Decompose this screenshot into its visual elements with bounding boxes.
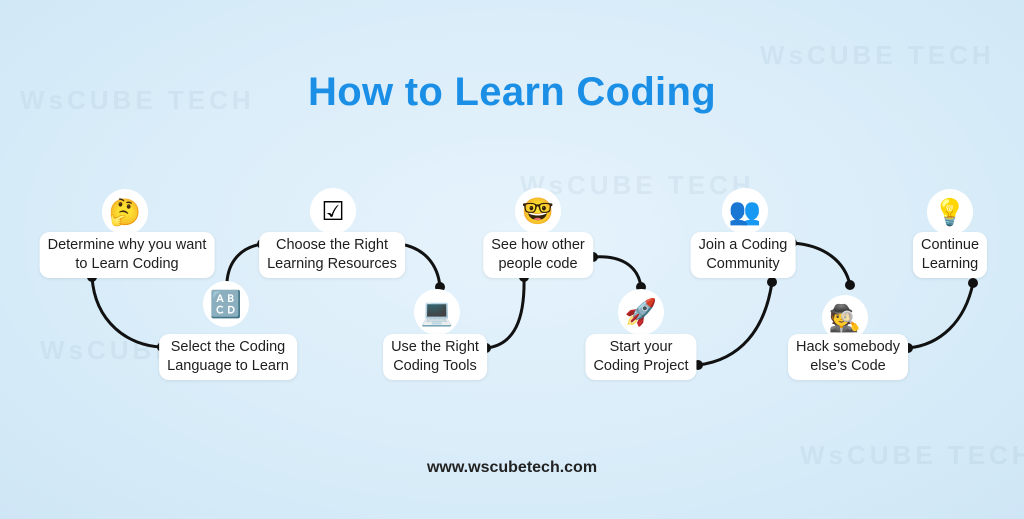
step-label-line2: Coding Project	[593, 358, 689, 374]
connector-7-8	[791, 241, 852, 286]
connector-8-9	[907, 282, 975, 350]
step-label-line1: Continue	[920, 237, 980, 253]
meditating-learner-icon: 💡	[930, 192, 970, 232]
checkbox-pointer-icon: ☑	[313, 191, 353, 231]
step-label-line1: Use the Right	[391, 339, 479, 355]
step-label-line1: Choose the Right	[275, 237, 389, 253]
step-label-line2: Coding Tools	[393, 358, 477, 374]
step-label-line2: people code	[498, 256, 578, 272]
step-label-line1: Start your	[609, 339, 673, 355]
abcd-choice-icon: 🔠	[206, 284, 246, 324]
watermark: WsCUBE TECH	[20, 85, 255, 115]
person-binoculars-icon: 🤓	[518, 191, 558, 231]
connector-3-4	[399, 242, 442, 288]
website-url: www.wscubetech.com	[426, 459, 598, 476]
connector-5-6	[592, 255, 643, 288]
step-label-line2: Language to Learn	[167, 358, 289, 374]
step-label-line2: Community	[706, 256, 780, 272]
step-label-line2: Learning	[921, 256, 979, 272]
step-label-line2: Learning Resources	[267, 256, 397, 272]
connector-4-5	[485, 276, 526, 350]
watermark: WsCUBE TECH	[760, 40, 995, 70]
step-label-line1: Select the Coding	[170, 339, 286, 355]
step-label-line2: to Learn Coding	[75, 256, 179, 272]
step-label-line1: Determine why you want	[47, 237, 207, 253]
hacker-laptop-icon: 🕵	[825, 298, 865, 338]
connector-6-7	[697, 281, 774, 367]
connector-1-2	[90, 276, 163, 349]
confused-person-icon: 🤔	[105, 192, 145, 232]
step-label-line1: Hack somebody	[796, 339, 900, 355]
step-label-line1: Join a Coding	[698, 237, 788, 253]
page-title: How to Learn Coding	[308, 70, 716, 114]
person-at-computer-icon: 💻	[417, 292, 457, 332]
watermark: WsCUBE TECH	[800, 440, 1024, 470]
step-label-line1: See how other	[491, 237, 585, 253]
step-label-line2: else’s Code	[810, 358, 886, 374]
community-people-icon: 👥	[725, 191, 765, 231]
step-8: Hack somebody else’s Code	[788, 334, 908, 380]
watermark: WsCUBE TECH	[520, 170, 755, 200]
rocket-box-icon: 🚀	[621, 292, 661, 332]
step-1: Determine why you want to Learn Coding	[39, 232, 215, 278]
step-5: See how other people code	[483, 232, 593, 278]
